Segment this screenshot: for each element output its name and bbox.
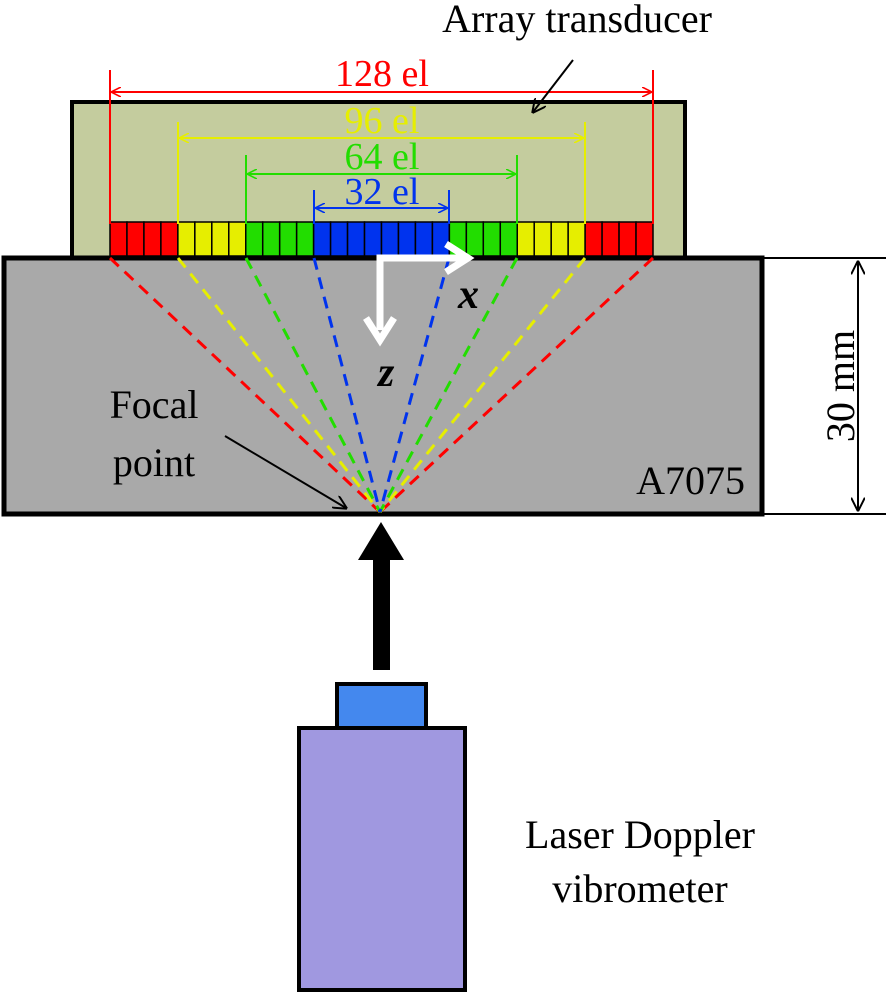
focal-point-pointer [224, 435, 346, 508]
laser-arrow-shaft [373, 560, 390, 670]
array-element [635, 221, 654, 257]
array-element [516, 221, 535, 257]
array-element [228, 221, 247, 257]
array-element [312, 221, 332, 257]
beam-line-96-left [176, 257, 382, 513]
beam-line-32-right [378, 257, 451, 513]
beam-line-128-right [378, 256, 655, 514]
array-element [618, 221, 637, 257]
z-axis-arrow [363, 316, 397, 347]
focal-point-label-line2: point [113, 440, 195, 485]
array-element [329, 221, 349, 257]
array-element [567, 221, 586, 257]
beam-line-96-right [378, 257, 587, 513]
x-axis-label: x [457, 272, 479, 318]
array-element [499, 221, 518, 257]
beam-line-32-left [312, 257, 382, 513]
array-element [295, 221, 315, 257]
array-element [584, 221, 603, 257]
array-element [143, 221, 162, 257]
aperture-label-64: 64 el [345, 136, 420, 178]
vibrometer-label-line2: vibrometer [552, 866, 728, 911]
array-element [245, 221, 264, 257]
array-element [346, 221, 366, 257]
aperture-label-128: 128 el [335, 53, 429, 95]
array-transducer-label: Array transducer [442, 0, 712, 41]
array-element [397, 221, 417, 257]
beam-lines [108, 256, 655, 514]
beam-line-64-left [244, 257, 382, 513]
x-axis-arrow [376, 254, 462, 330]
array-element [414, 221, 434, 257]
laser-arrow-head [358, 522, 404, 560]
vibrometer-body [297, 726, 467, 992]
array-element [177, 221, 196, 257]
array-element [601, 221, 620, 257]
array-element [431, 221, 451, 257]
array-element [261, 221, 281, 257]
vibrometer-head [335, 682, 428, 730]
coordinate-axes [363, 241, 475, 347]
array-element [211, 221, 230, 257]
beam-line-64-right [378, 257, 519, 513]
aperture-label-32: 32 el [345, 171, 420, 213]
array-element [160, 221, 179, 257]
z-axis-label: z [376, 350, 395, 396]
thickness-label: 30 mm [818, 330, 863, 442]
vibrometer-label-line1: Laser Doppler [525, 812, 755, 857]
focal-point-label-line1: Focal [110, 382, 199, 427]
material-label: A7075 [636, 458, 745, 503]
beam-line-128-left [108, 256, 382, 514]
array-element [533, 221, 552, 257]
array-element [278, 221, 298, 257]
array-element [550, 221, 569, 257]
array-transducer-pointer [533, 59, 574, 112]
array-element [363, 221, 383, 257]
array-elements [109, 221, 654, 257]
aperture-dimensions [109, 70, 654, 224]
array-element [109, 221, 128, 257]
array-element [380, 221, 400, 257]
array-element [482, 221, 502, 257]
aperture-label-96: 96 el [345, 100, 420, 142]
thickness-dimension [762, 257, 886, 515]
array-element [126, 221, 145, 257]
array-element [465, 221, 485, 257]
array-element [194, 221, 213, 257]
